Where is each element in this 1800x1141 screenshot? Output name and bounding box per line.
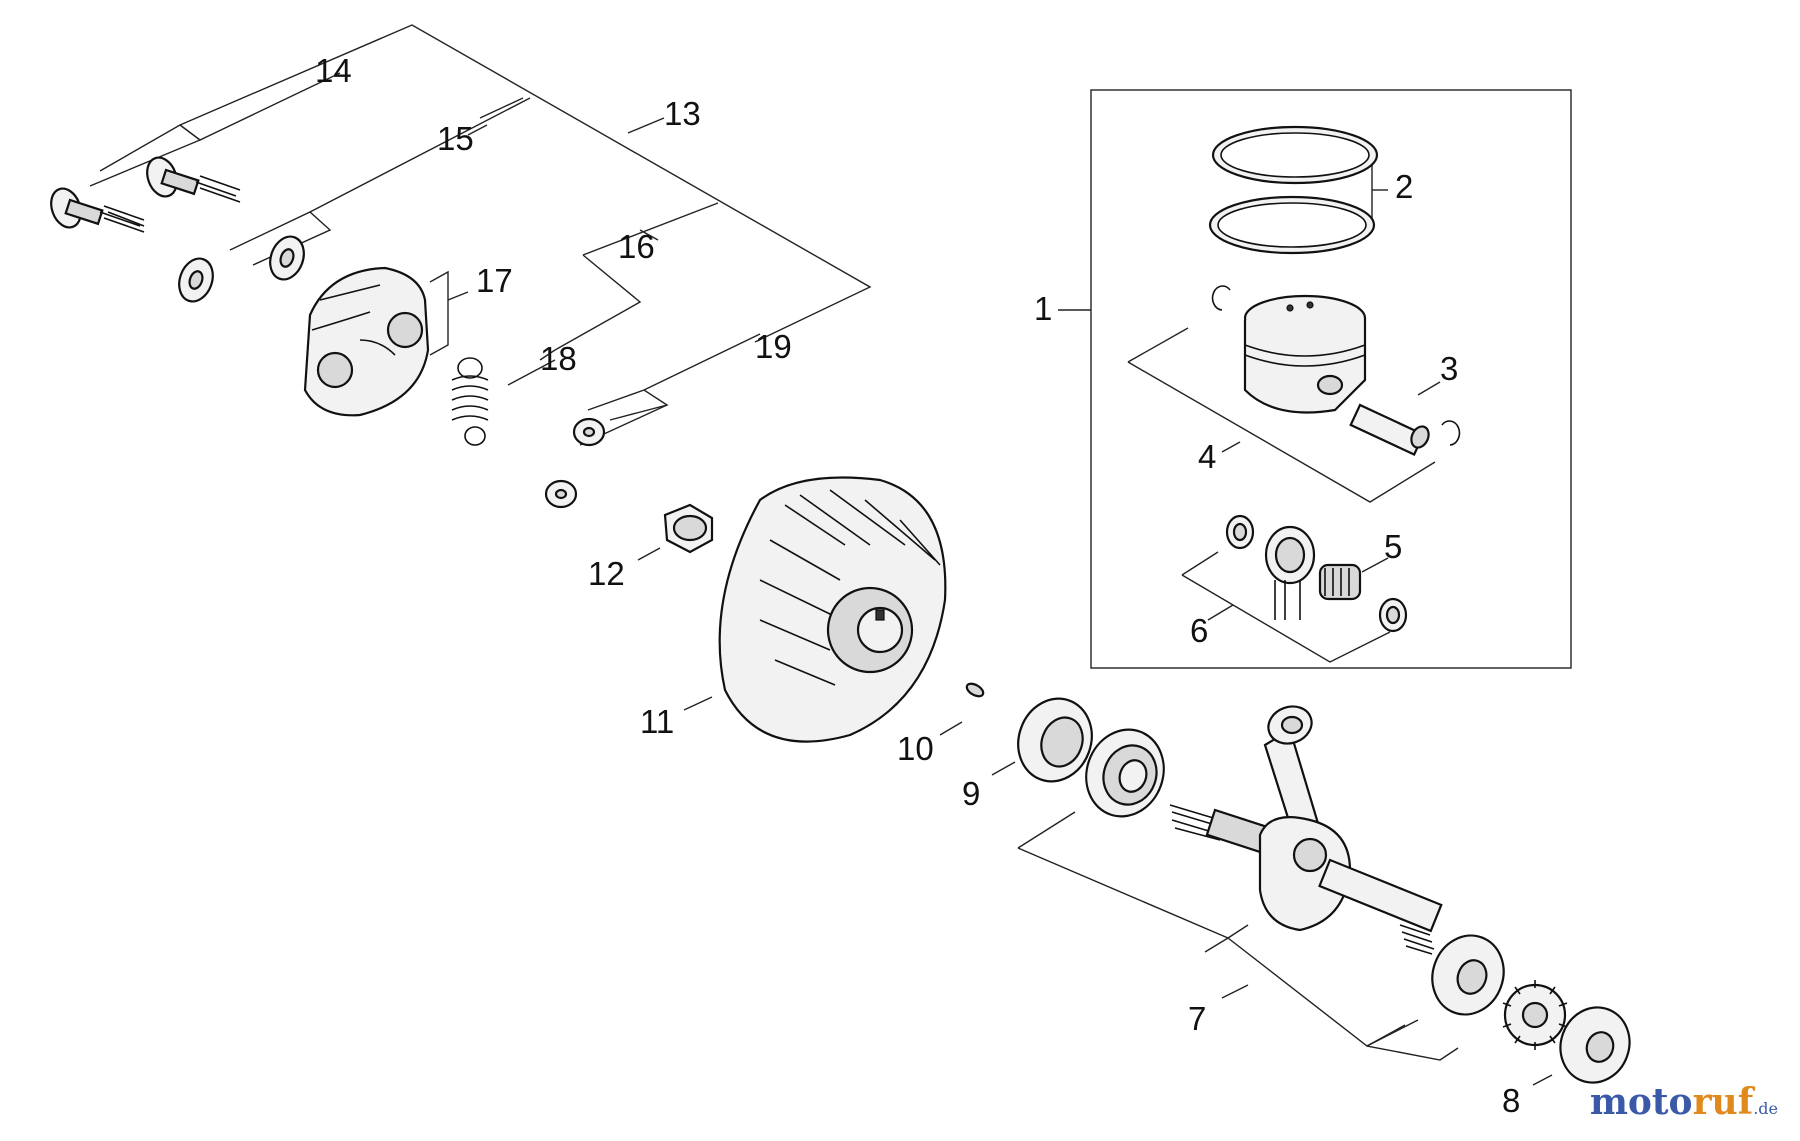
gear-icon [1502,980,1568,1050]
bearing-icon [1559,1006,1631,1084]
callout-4: 4 [1198,438,1216,475]
watermark-part3: .de [1753,1099,1778,1118]
seal-icon [1017,697,1093,783]
bearing-icon [1085,728,1165,818]
leader-lines [89,24,1572,1086]
callout-8: 8 [1502,1082,1520,1119]
small-washer-icon [544,417,606,509]
spring-icon [451,357,489,446]
piston-ring-icon [1208,125,1379,255]
small-bearing-icon [1225,514,1408,633]
watermark-part2: ruf [1692,1081,1754,1123]
callout-18: 18 [540,340,577,377]
callout-6: 6 [1190,612,1208,649]
bearing-icon [1431,934,1505,1016]
callout-5: 5 [1384,528,1402,565]
circlip-icon [1211,285,1461,446]
washer-icon [178,235,305,303]
callout-7: 7 [1188,1000,1206,1037]
watermark-part1: moto [1589,1081,1693,1123]
callout-1: 1 [1034,290,1052,327]
callout-16: 16 [618,228,655,265]
callout-19: 19 [755,328,792,365]
callout-12: 12 [588,555,625,592]
clutch-shoe-icon [303,266,430,417]
flywheel-icon [718,476,947,743]
callout-15: 15 [437,120,474,157]
callout-17: 17 [476,262,513,299]
callout-3: 3 [1440,350,1458,387]
callout-11: 11 [640,703,674,740]
callout-10: 10 [897,730,934,767]
piston-pin-icon [1349,403,1430,456]
callout-9: 9 [962,775,980,812]
callout-labels: 14 13 15 16 17 18 19 12 11 10 9 7 8 1 2 … [315,52,1520,1119]
callout-14: 14 [315,52,352,89]
shoulder-bolt-icon [50,156,241,233]
nut-icon [663,503,714,554]
key-icon [965,682,985,698]
watermark-logo: motoruf.de [1590,1081,1778,1123]
piston-icon [1243,294,1367,414]
callout-13: 13 [664,95,701,132]
crankshaft-icon [1169,705,1443,955]
callout-2: 2 [1395,168,1413,205]
